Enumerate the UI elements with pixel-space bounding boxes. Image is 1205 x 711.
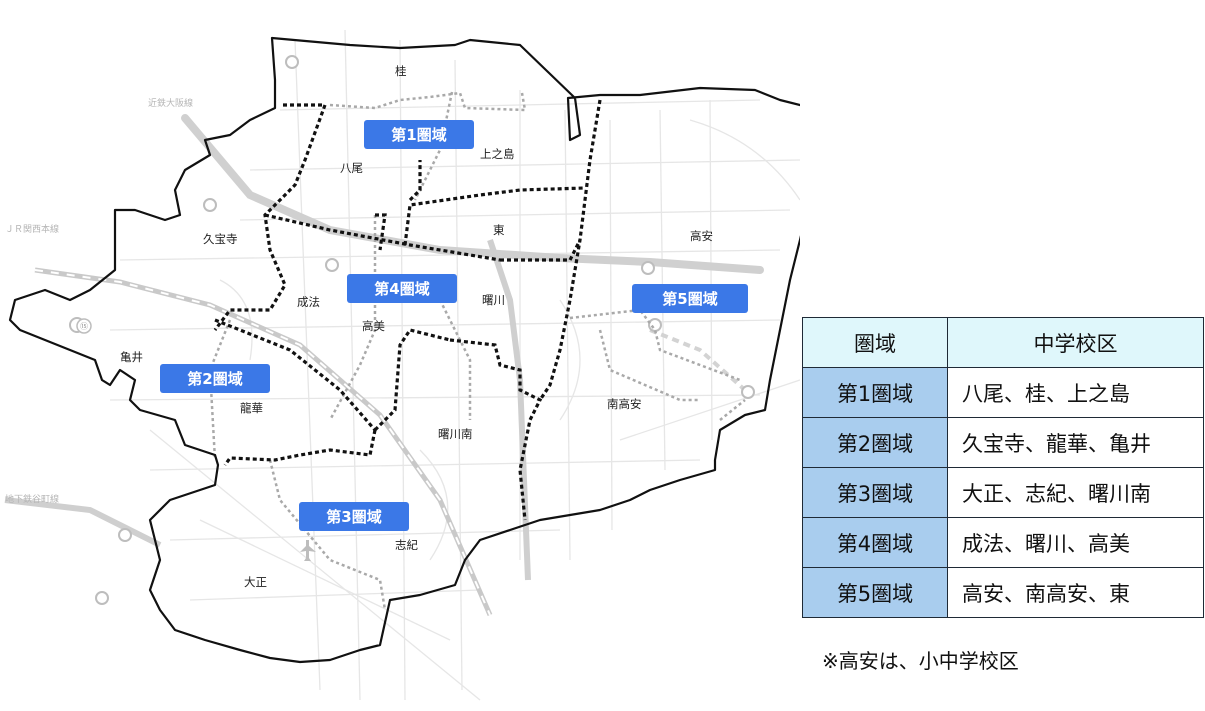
legend-header-row: 圏域 中学校区 — [802, 317, 1204, 368]
legend-header-zone: 圏域 — [802, 317, 948, 368]
city-boundary — [8, 36, 800, 664]
svg-text:第2圏域: 第2圏域 — [187, 370, 242, 388]
school-district-boundaries — [208, 91, 746, 611]
district-minami-takayasu: 南高安 — [607, 397, 642, 411]
zone-boundaries — [213, 99, 602, 521]
airport-icon — [300, 540, 316, 561]
railway-metro-tanimachi — [4, 497, 162, 548]
table-row: 第1圏域 八尾、桂、上之島 — [802, 367, 1204, 418]
svg-text:第3圏域: 第3圏域 — [326, 508, 381, 526]
table-row: 第5圏域 高安、南高安、東 — [802, 567, 1204, 618]
district-kaminoshima: 上之島 — [480, 147, 515, 161]
city-map: 近鉄大阪線 ＪＲ関西本線 地下鉄谷町線 ⑮ 桂 上之島 八尾 東 高安 久宝寺 … — [4, 29, 800, 701]
zone-badge-4: 第4圏域 — [347, 274, 457, 303]
legend-header-school-district: 中学校区 — [947, 317, 1204, 368]
district-yao: 八尾 — [340, 161, 363, 175]
legend-schools-cell: 八尾、桂、上之島 — [947, 367, 1204, 418]
district-shiki: 志紀 — [395, 538, 418, 552]
district-takayasu: 高安 — [690, 229, 713, 243]
district-taisho: 大正 — [244, 575, 267, 589]
street-grid — [109, 29, 800, 701]
table-row: 第4圏域 成法、曙川、高美 — [802, 517, 1204, 568]
svg-text:第5圏域: 第5圏域 — [662, 290, 717, 308]
legend-zone-cell: 第1圏域 — [802, 367, 948, 418]
highway — [487, 239, 531, 581]
legend-schools-cell: 大正、志紀、曙川南 — [947, 467, 1204, 518]
zone-legend-table: 圏域 中学校区 第1圏域 八尾、桂、上之島 第2圏域 久宝寺、龍華、亀井 第3圏… — [802, 317, 1204, 618]
zone-badge-5: 第5圏域 — [632, 284, 748, 313]
legend-zone-cell: 第2圏域 — [802, 417, 948, 468]
railway-jr-kansai — [34, 267, 493, 616]
zone-badge-1: 第1圏域 — [364, 120, 474, 149]
legend-zone-cell: 第5圏域 — [802, 567, 948, 618]
district-higashi: 東 — [493, 223, 505, 237]
district-kamei: 亀井 — [120, 350, 143, 364]
district-takami: 高美 — [362, 319, 385, 333]
footnote: ※高安は、小中学校区 — [822, 649, 1019, 673]
district-ryuge: 龍華 — [240, 401, 263, 415]
legend-schools-cell: 成法、曙川、高美 — [947, 517, 1204, 568]
zone-badge-3: 第3圏域 — [299, 502, 409, 531]
district-seiho: 成法 — [297, 295, 320, 309]
district-akegawa: 曙川 — [482, 293, 505, 307]
table-row: 第3圏域 大正、志紀、曙川南 — [802, 467, 1204, 518]
line-label-kintetsu-osaka: 近鉄大阪線 — [148, 97, 193, 109]
legend-schools-cell: 高安、南高安、東 — [947, 567, 1204, 618]
svg-text:⑮: ⑮ — [80, 322, 88, 331]
route-15-marker: ⑮ — [76, 318, 92, 334]
railway-kintetsu-shigi — [649, 328, 747, 392]
table-row: 第2圏域 久宝寺、龍華、亀井 — [802, 417, 1204, 468]
line-label-jr-kansai: ＪＲ関西本線 — [5, 223, 59, 235]
line-label-metro-tanimachi: 地下鉄谷町線 — [5, 493, 59, 505]
legend-schools-cell: 久宝寺、龍華、亀井 — [947, 417, 1204, 468]
district-akegawa-minami: 曙川南 — [438, 427, 473, 441]
svg-text:第1圏域: 第1圏域 — [391, 126, 446, 144]
zone-badge-2: 第2圏域 — [160, 364, 270, 393]
legend-zone-cell: 第4圏域 — [802, 517, 948, 568]
legend-zone-cell: 第3圏域 — [802, 467, 948, 518]
svg-text:第4圏域: 第4圏域 — [374, 280, 429, 298]
district-kyuhoji: 久宝寺 — [203, 232, 238, 246]
district-katsura: 桂 — [395, 64, 407, 78]
